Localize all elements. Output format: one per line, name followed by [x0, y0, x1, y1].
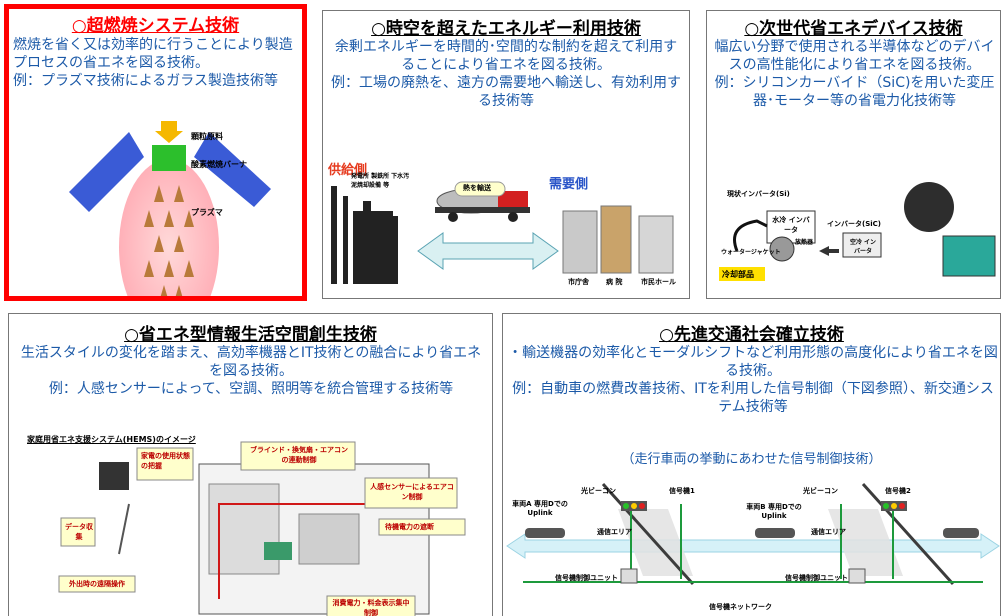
buildings-icon [562, 205, 674, 274]
unit-2-label: 信号機制御ユニット [785, 574, 848, 582]
signal-2-icon [881, 501, 907, 511]
area-2-label: 通信エリア [811, 528, 846, 536]
callout-boxes [58, 441, 466, 616]
transport-diagram [331, 181, 674, 284]
panel-title: ○先進交通社会確立技術 [659, 325, 844, 345]
burner-arm-right [194, 132, 271, 207]
example-text: 例：自動車の燃費改善技術、ITを利用した信号制御（下図参照）、新交通システム技術… [512, 380, 994, 415]
right-arrow-icon [819, 246, 839, 256]
car-b-icon [755, 528, 795, 538]
area-1-label: 通信エリア [597, 528, 632, 536]
control-unit-2 [848, 568, 866, 584]
motor-icon [904, 182, 954, 232]
display-label: 消費電力・料金表示集中制御 [332, 599, 410, 616]
waterjacket-label: ウォータージャケット [721, 249, 781, 256]
panel-description: 幅広い分野で使用される半導体などのデバイスの高性能化により省エネを図る技術。 例… [711, 39, 998, 111]
current-inverter-label: 現状インバータ(Si) [727, 190, 790, 198]
description-text: 幅広い分野で使用される半導体などのデバイスの高性能化により省エネを図る技術。 [714, 39, 995, 73]
signal-2-label: 信号機2 [885, 487, 911, 495]
hall-label: 市民ホール [641, 278, 676, 286]
example-text: 例：プラズマ技術によるガラス製造技術等 [13, 72, 279, 89]
watercool-label: 水冷 インバータ [772, 216, 810, 234]
raw-material-label: 顆粒原料 [191, 132, 223, 141]
module-icon [942, 235, 996, 277]
data-label: データ収集 [65, 523, 93, 541]
antenna-icon [118, 503, 130, 555]
beacon-2-label: 光ビーコン [803, 487, 838, 495]
panel-living-space: ○省エネ型情報生活空間創生技術 生活スタイルの変化を踏まえ、高効率機器とIT技術… [8, 313, 493, 616]
sic-inverter-box [842, 232, 882, 258]
panel-title: ○超燃焼システム技術 [71, 16, 240, 36]
car-b-label: 車両B 専用DでのUplink [746, 503, 802, 520]
double-arrow-icon [417, 232, 559, 270]
sic-inverter-label: インバータ(SiC) [827, 220, 881, 228]
panel-title: ○時空を超えたエネルギー利用技術 [371, 19, 641, 39]
supply-label: 供給側 [328, 163, 368, 178]
unit-1-label: 信号機制御ユニット [555, 574, 618, 582]
device-diagram [719, 182, 996, 281]
panel-combustion: ○超燃焼システム技術 燃焼を省く又は効率的に行うことにより製造プロセスの省エネを… [4, 4, 307, 301]
plasma-diagram [69, 121, 271, 296]
remote-label: 外出時の遠隔操作 [69, 580, 125, 588]
example-text: 例：工場の廃熱を、遠方の需要地へ輸送し、有効利用する技術等 [331, 74, 681, 109]
description-text: 生活スタイルの変化を踏まえ、高効率機器とIT技術との融合により省エネを図る技術。 [20, 345, 482, 379]
aircool-label: 空冷 インバータ [849, 239, 877, 255]
transport-label: 熱を輸送 [463, 184, 491, 192]
car-c-icon [943, 528, 979, 538]
panel-description: 余剰エネルギーを時間的･空間的な制約を超えて利用することにより省エネを図る技術。… [329, 39, 683, 111]
signal-1-label: 信号機1 [669, 487, 695, 495]
factory-icon [331, 186, 398, 284]
demand-label: 需要側 [549, 177, 589, 192]
hems-diagram [58, 441, 466, 616]
example-text: 例：シリコンカーバイド（SiC)を用いた変圧器･モーター等の省電力化技術等 [714, 74, 995, 109]
panel-description: 燃焼を省く又は効率的に行うことにより製造プロセスの省エネを図る技術。 例：プラズ… [13, 37, 302, 91]
plasma-label: プラズマ [191, 208, 223, 217]
burner-label: 酸素燃焼バーナ [191, 160, 247, 169]
panel-description: ・輸送機器の効率化とモーダルシフトなど利用形態の高度化により省エネを図る技術。 … [507, 345, 999, 417]
car-a-label: 車両A 専用DでのUplink [512, 500, 568, 517]
plants-label: 発電所 製鉄所 下水汚泥焼却設備 等 [351, 173, 410, 189]
example-text: 例：人感センサーによって、空調、照明等を統合管理する技術等 [48, 380, 454, 397]
down-arrow-icon [155, 121, 183, 143]
radiator-label: 放熱器 [795, 239, 814, 246]
description-text: ・輸送機器の効率化とモーダルシフトなど利用形態の高度化により省エネを図る技術。 [508, 345, 998, 379]
control-unit-1 [620, 568, 638, 584]
computer-icon [264, 542, 292, 560]
raw-material-box [152, 145, 186, 171]
car-a-icon [525, 528, 565, 538]
blind-label: ブラインド・換気扇・エアコンの連動制御 [250, 446, 348, 464]
sensor-label: 人感センサーによるエアコン制御 [370, 483, 454, 501]
panel-description: 生活スタイルの変化を踏まえ、高効率機器とIT技術との融合により省エネを図る技術。… [15, 345, 487, 399]
panel-energy-transport: ○時空を超えたエネルギー利用技術 余剰エネルギーを時間的･空間的な制約を超えて利… [322, 10, 690, 299]
network-label: 信号機ネットワーク [709, 603, 772, 611]
hospital-label: 病 院 [606, 278, 623, 286]
diagram-subtitle: （走行車両の挙動にあわせた信号制御技術） [621, 452, 882, 467]
panel-title: ○省エネ型情報生活空間創生技術 [124, 325, 377, 345]
cooling-parts-label: 冷却部品 [722, 270, 754, 279]
cityhall-label: 市庁舎 [568, 278, 589, 286]
signal-1-icon [621, 501, 647, 511]
hems-title: 家庭用省エネ支援システム(HEMS)のイメージ [27, 435, 196, 444]
beacon-1-label: 光ビーコン [581, 487, 616, 495]
si-inverter-box [766, 210, 816, 244]
panel-device: ○次世代省エネデバイス技術 幅広い分野で使用される半導体などのデバイスの高性能化… [706, 10, 1001, 299]
usage-label: 家電の使用状態の把握 [141, 452, 190, 470]
burner-arm-left [69, 132, 144, 212]
cooling-parts-box [719, 267, 765, 281]
description-text: 燃焼を省く又は効率的に行うことにより製造プロセスの省エネを図る技術。 [13, 37, 293, 71]
traffic-diagram [506, 482, 1000, 586]
panel-title: ○次世代省エネデバイス技術 [744, 19, 963, 39]
building-icon [99, 462, 129, 490]
panel-traffic: ○先進交通社会確立技術 ・輸送機器の効率化とモーダルシフトなど利用形態の高度化に… [502, 313, 1001, 616]
description-text: 余剰エネルギーを時間的･空間的な制約を超えて利用することにより省エネを図る技術。 [334, 39, 678, 73]
standby-label: 待機電力の遮断 [385, 523, 434, 531]
